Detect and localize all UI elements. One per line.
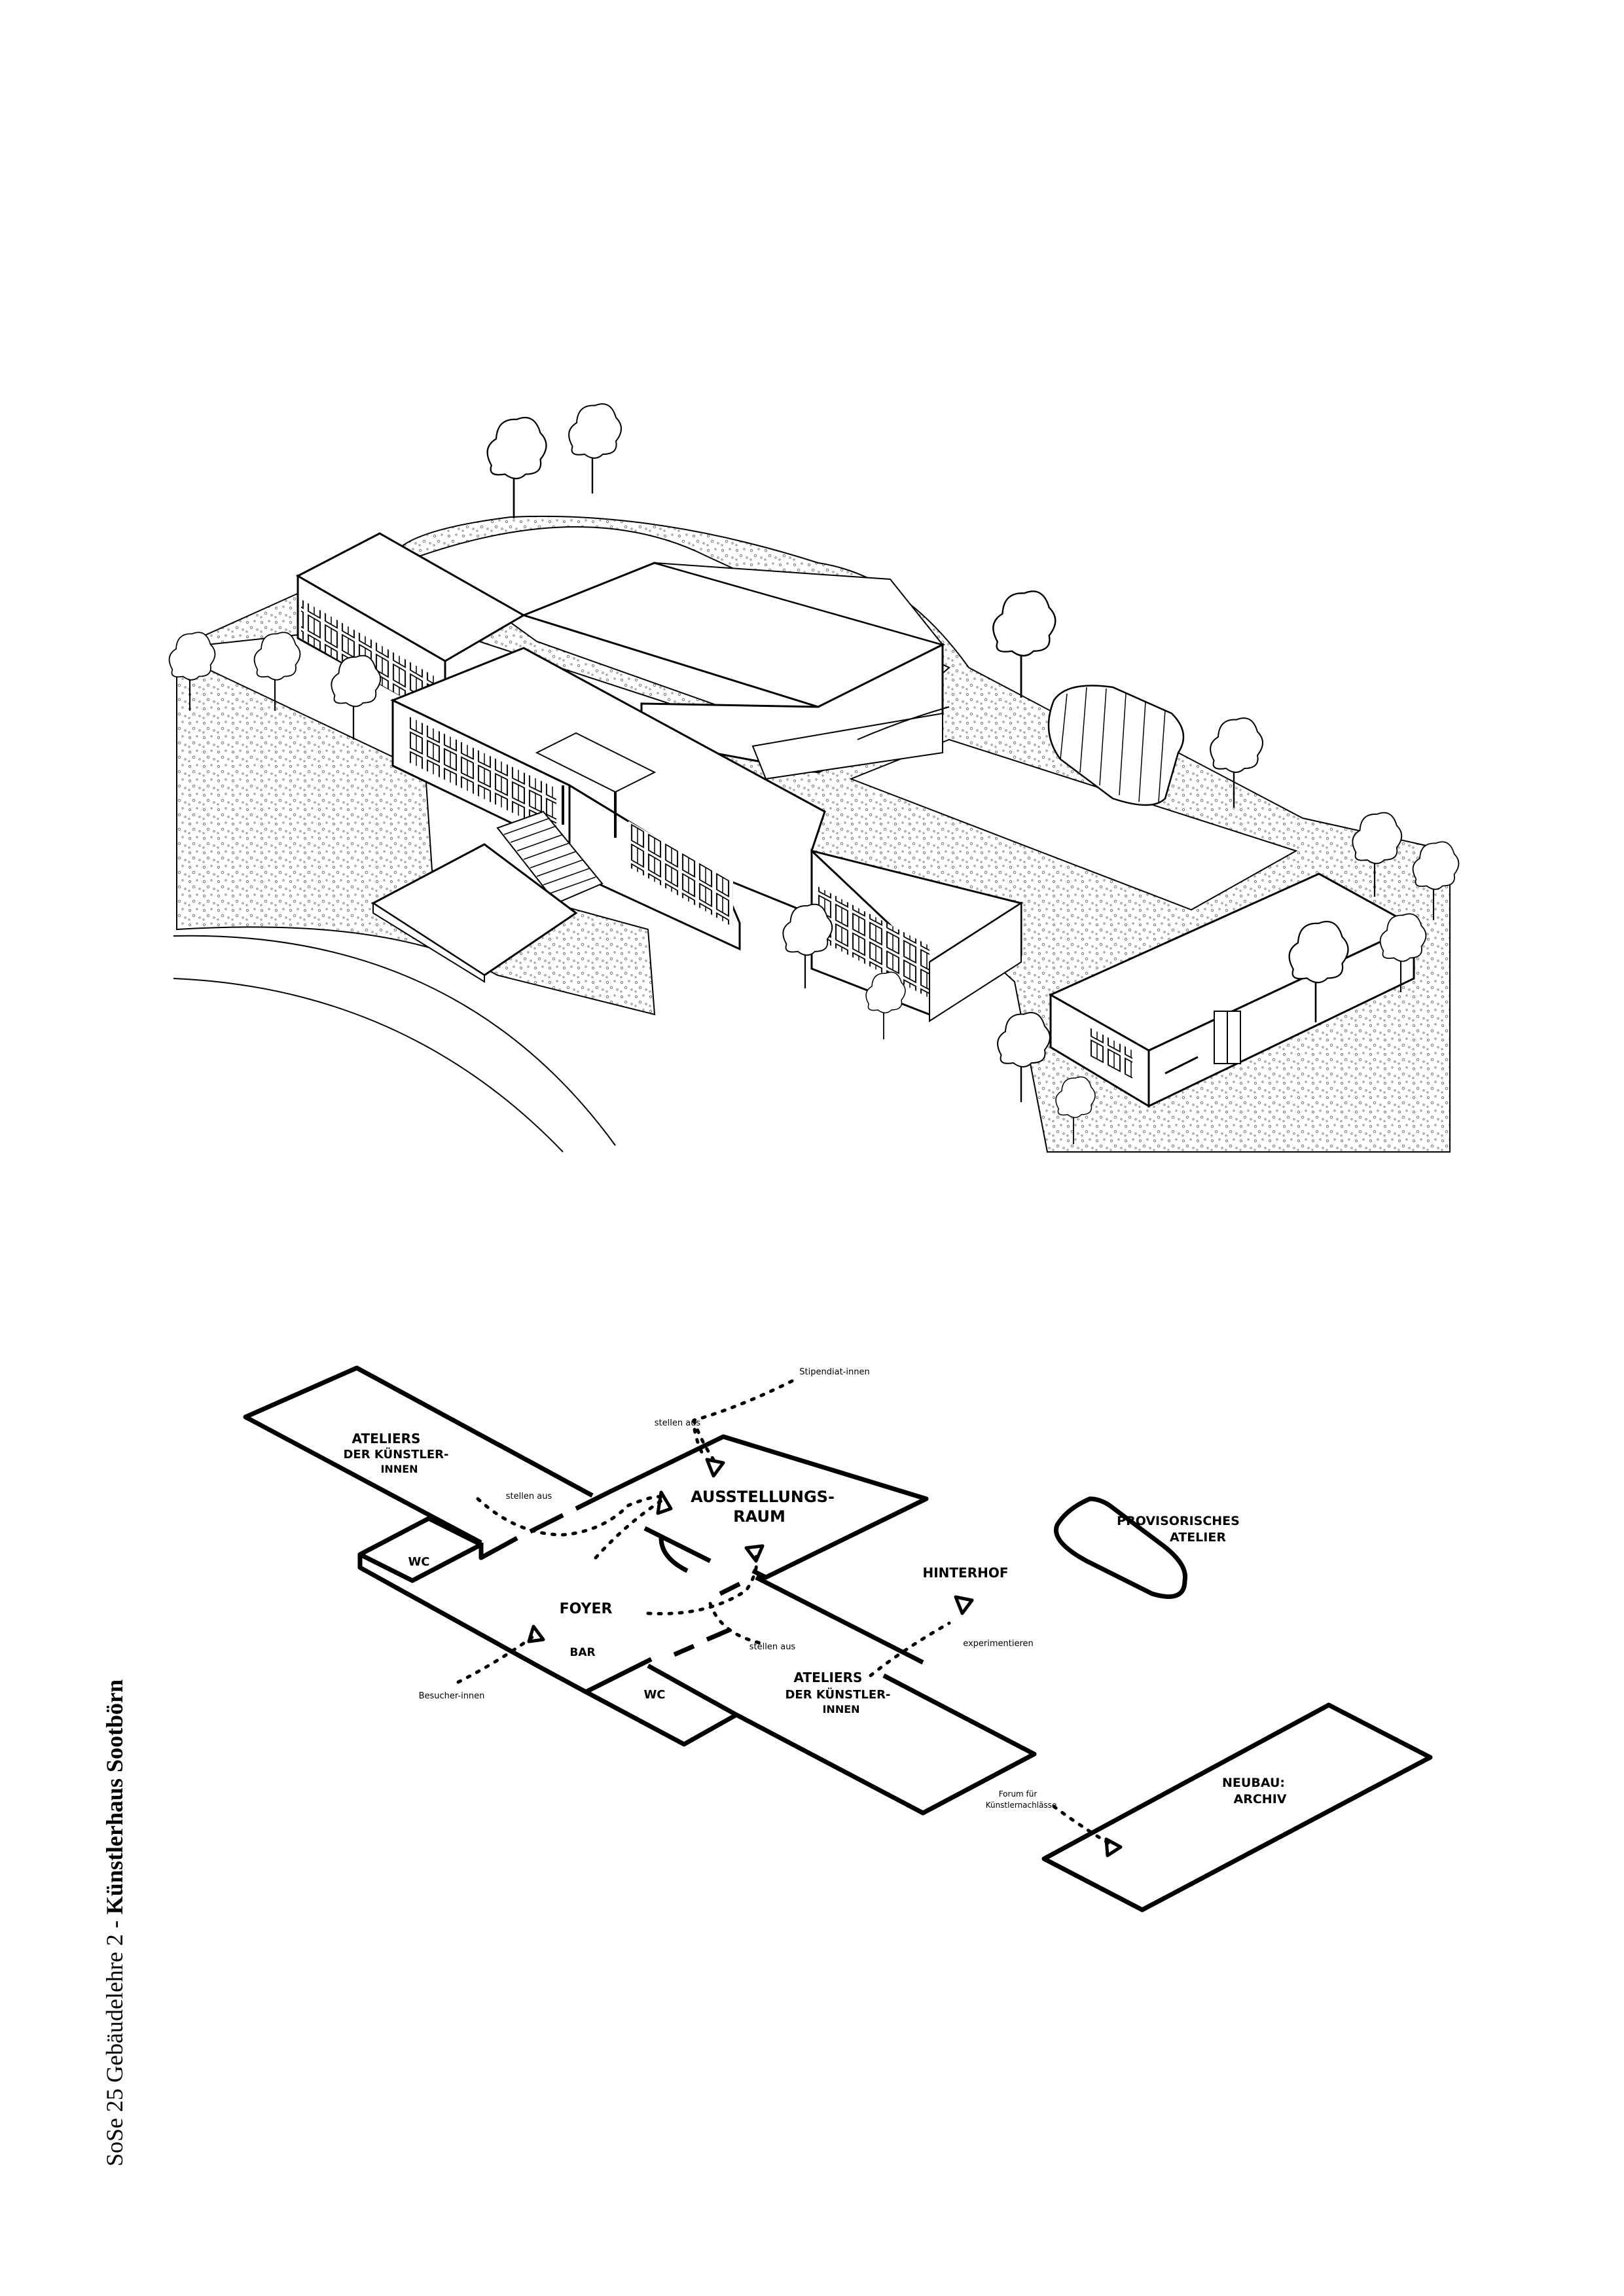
flow-label-stellen-aus-right: stellen aus (749, 1642, 796, 1652)
flow-label-stellen-aus-left: stellen aus (506, 1492, 552, 1501)
diagram-labels: ATELIERS DER KÜNSTLER- INNEN WC AUSSTELL… (343, 1367, 1286, 1810)
label-wc-left: WC (408, 1555, 429, 1569)
caption-course: SoSe 25 Gebäudelehre 2 - (101, 1914, 128, 2166)
label-bar: BAR (569, 1646, 595, 1659)
label-hinterhof: HINTERHOF (922, 1565, 1008, 1581)
label-wc-bottom: WC (643, 1688, 665, 1702)
label-ausstellungsraum-2: RAUM (733, 1507, 785, 1526)
flow-stellen-aus-right (708, 1602, 761, 1645)
flow-label-besucher: Besucher-innen (419, 1691, 485, 1701)
label-ateliers-right-2: DER KÜNSTLER- (785, 1687, 890, 1702)
flow-stellen-aus-top (692, 1418, 715, 1462)
atelier-wing-left (243, 1365, 594, 1545)
label-foyer: FOYER (560, 1601, 613, 1617)
label-ateliers-left-2: DER KÜNSTLER- (343, 1447, 448, 1462)
flow-label-forum-1: Forum für (999, 1789, 1038, 1799)
label-atelier: ATELIER (1170, 1530, 1226, 1545)
flow-foyer-loop (594, 1497, 666, 1560)
caption-project: Künstlerhaus Sootbörn (101, 1679, 128, 1915)
side-caption: SoSe 25 Gebäudelehre 2 - Künstlerhaus So… (95, 1185, 134, 2166)
flow-experimentieren (869, 1621, 951, 1677)
flow-stellen-aus-left (476, 1495, 666, 1537)
flow-label-stipendiat: Stipendiat-innen (799, 1367, 869, 1377)
label-ateliers-right-3: INNEN (822, 1703, 859, 1715)
label-ateliers-left-3: INNEN (380, 1463, 418, 1475)
label-provisorisches: PROVISORISCHES (1117, 1514, 1240, 1528)
axonometric-drawing (168, 403, 1460, 1153)
flow-label-experimentieren: experimentieren (963, 1639, 1034, 1649)
label-ausstellungsraum-1: AUSSTELLUNGS- (691, 1488, 835, 1506)
flow-label-forum-2: Künstlernachlässe (986, 1801, 1057, 1810)
exhibition-room (607, 1434, 929, 1580)
label-ateliers-right-1: ATELIERS (794, 1670, 863, 1685)
flow-besucher (456, 1634, 535, 1684)
label-neubau: NEUBAU: (1222, 1776, 1285, 1790)
label-archiv: ARCHIV (1234, 1792, 1287, 1806)
flow-diagram (243, 1365, 1433, 1912)
provisional-atelier (1054, 1496, 1188, 1599)
wc-left-box (357, 1516, 484, 1583)
flow-foyer-exit (646, 1552, 759, 1616)
flow-label-stellen-aus-top: stellen aus (655, 1418, 701, 1428)
flow-stipendiat (692, 1379, 794, 1458)
neubau-archive (1041, 1702, 1433, 1912)
central-wing-outline (357, 1554, 545, 1672)
wc-bottom-box (585, 1663, 739, 1747)
label-ateliers-left-1: ATELIERS (352, 1431, 421, 1446)
